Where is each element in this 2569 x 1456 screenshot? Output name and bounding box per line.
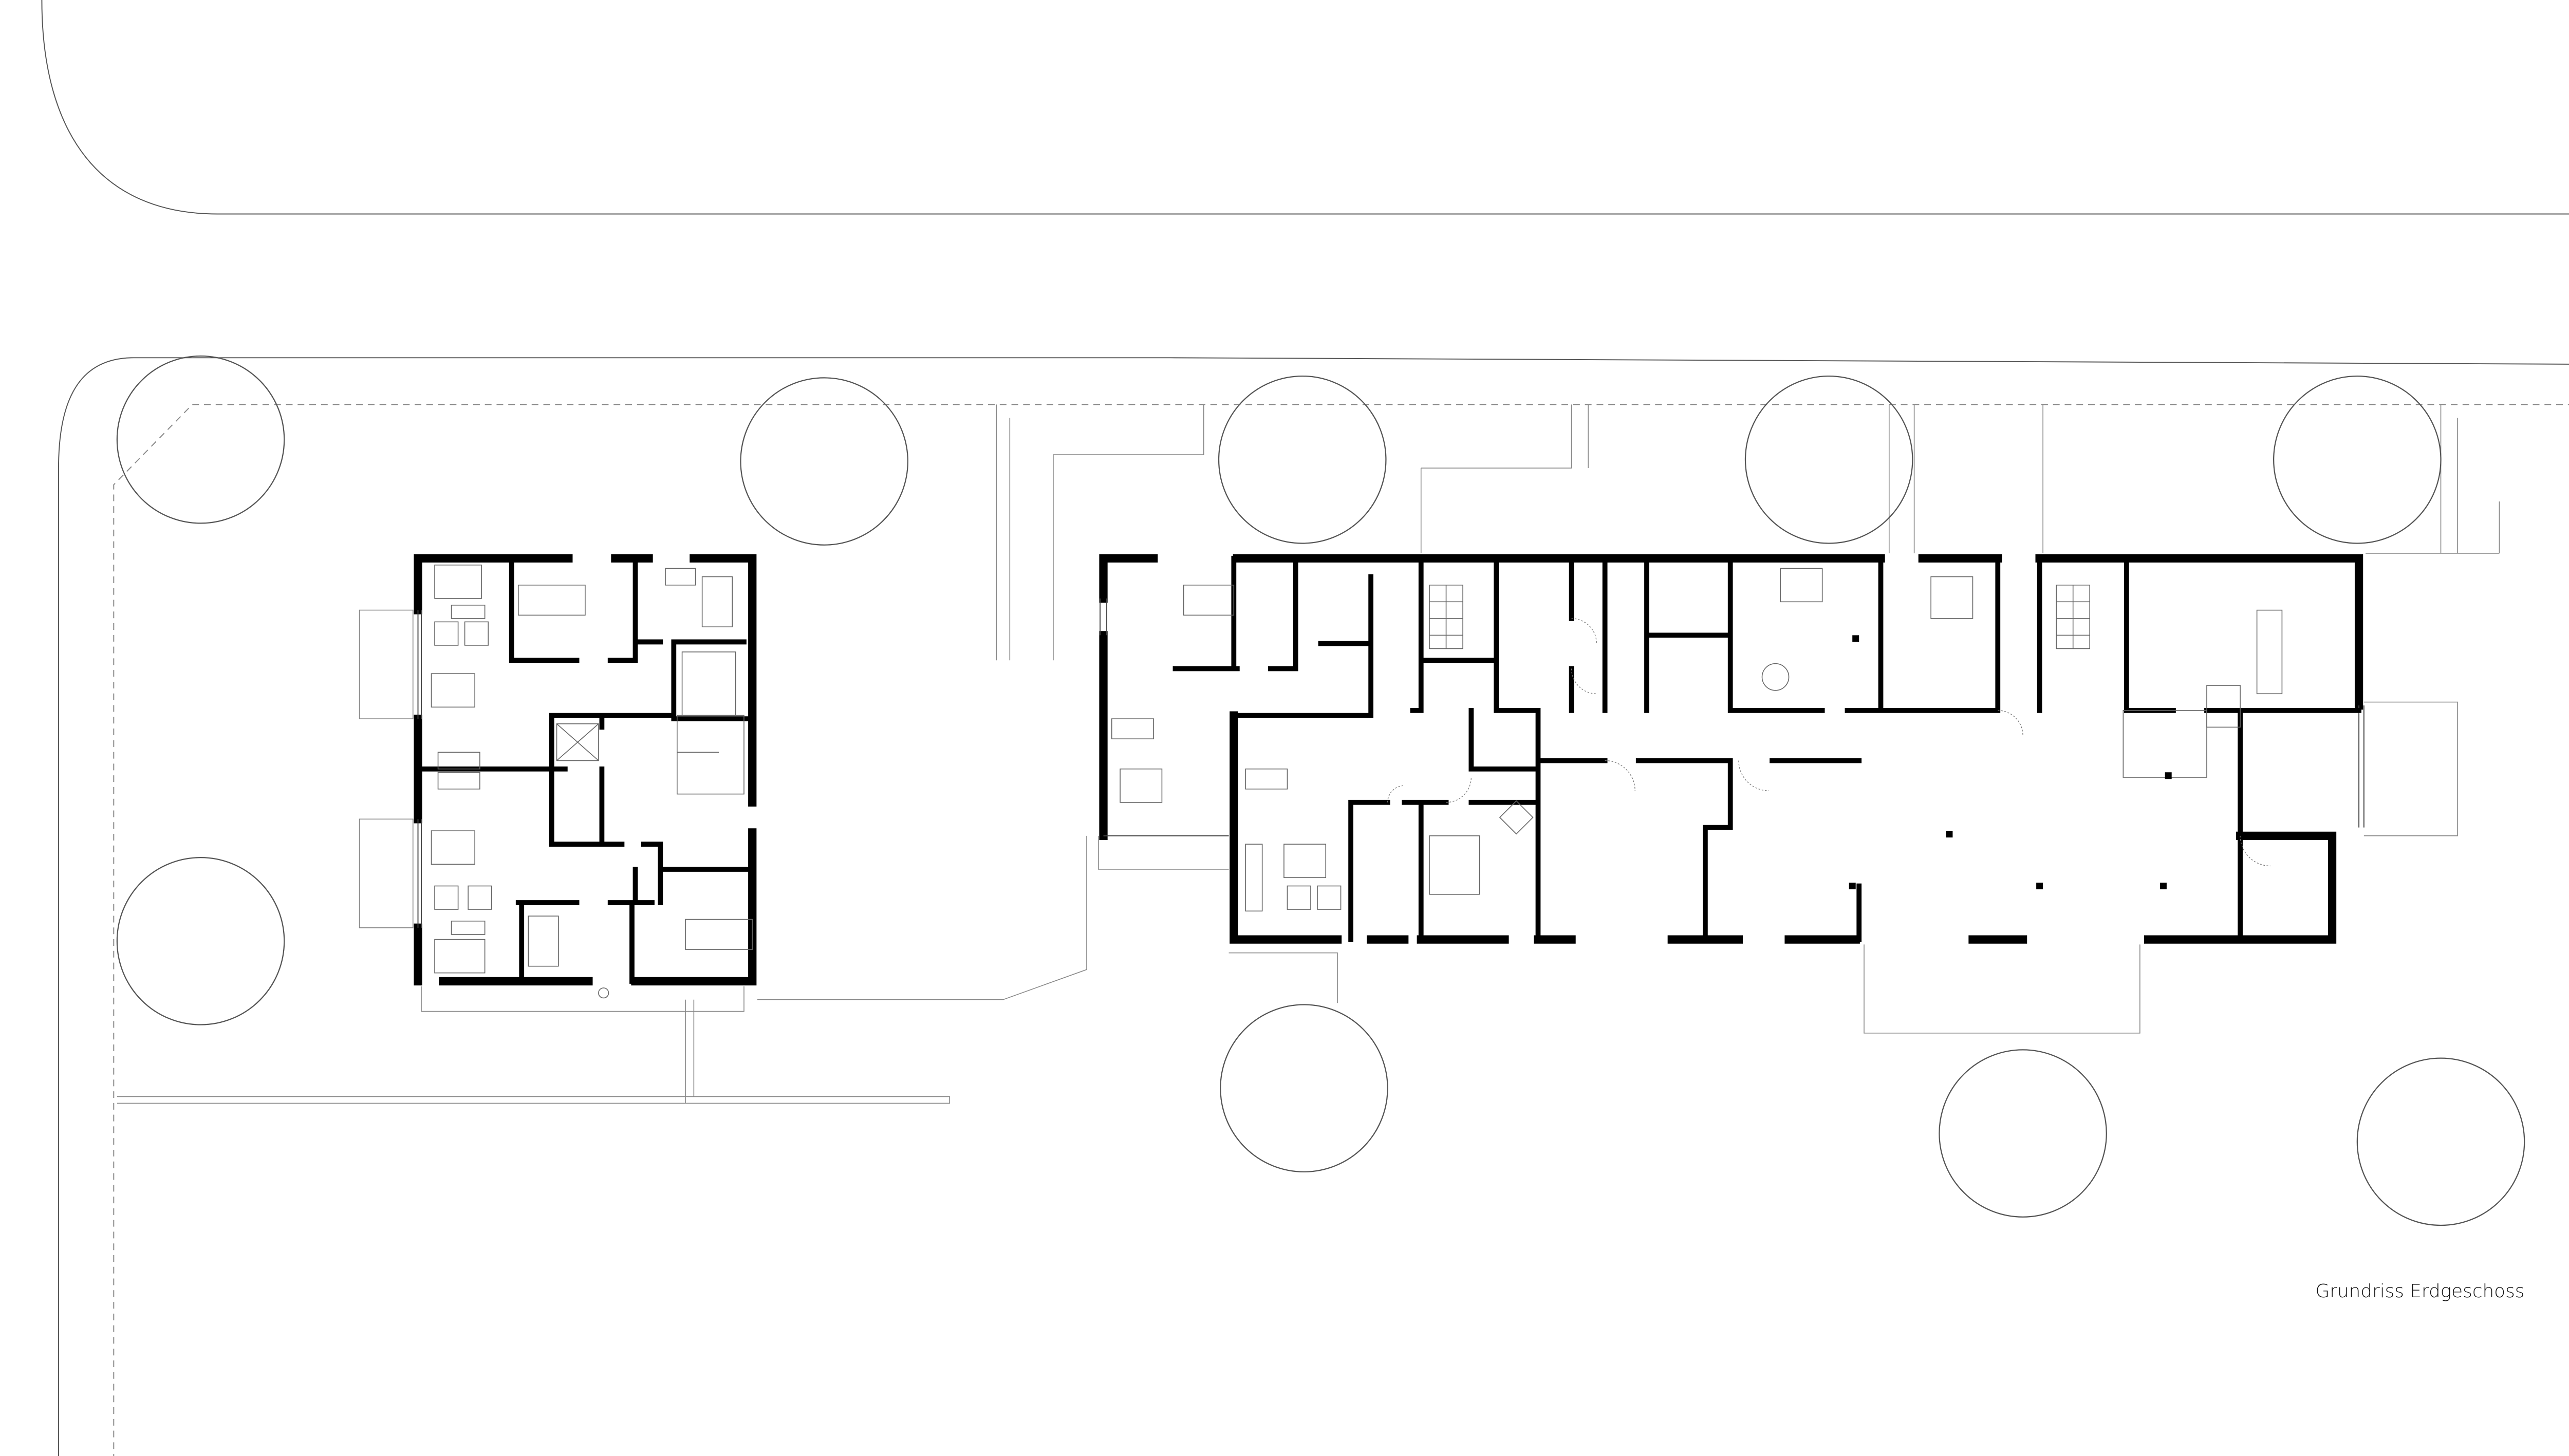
plot-boundary	[113, 404, 2569, 1456]
building-west	[414, 554, 757, 999]
stairs	[1429, 584, 2091, 649]
tree	[740, 377, 908, 546]
tree	[1220, 1004, 1388, 1173]
trees	[116, 355, 2525, 1226]
tree	[116, 355, 285, 524]
tree	[2273, 375, 2442, 544]
tree	[1218, 375, 1387, 544]
paths	[117, 404, 2500, 1104]
tree	[1744, 375, 1913, 544]
drawing-caption: Grundriss Erdgeschoss	[2315, 1281, 2524, 1302]
furniture	[1111, 568, 2283, 912]
tree	[1939, 1049, 2107, 1218]
tree	[116, 857, 285, 1025]
columns	[1849, 635, 2172, 889]
doors	[1387, 618, 2270, 867]
street-edges	[41, 0, 2569, 1456]
furniture	[431, 564, 753, 999]
building-east	[1099, 554, 2365, 944]
tree	[2356, 1057, 2525, 1226]
